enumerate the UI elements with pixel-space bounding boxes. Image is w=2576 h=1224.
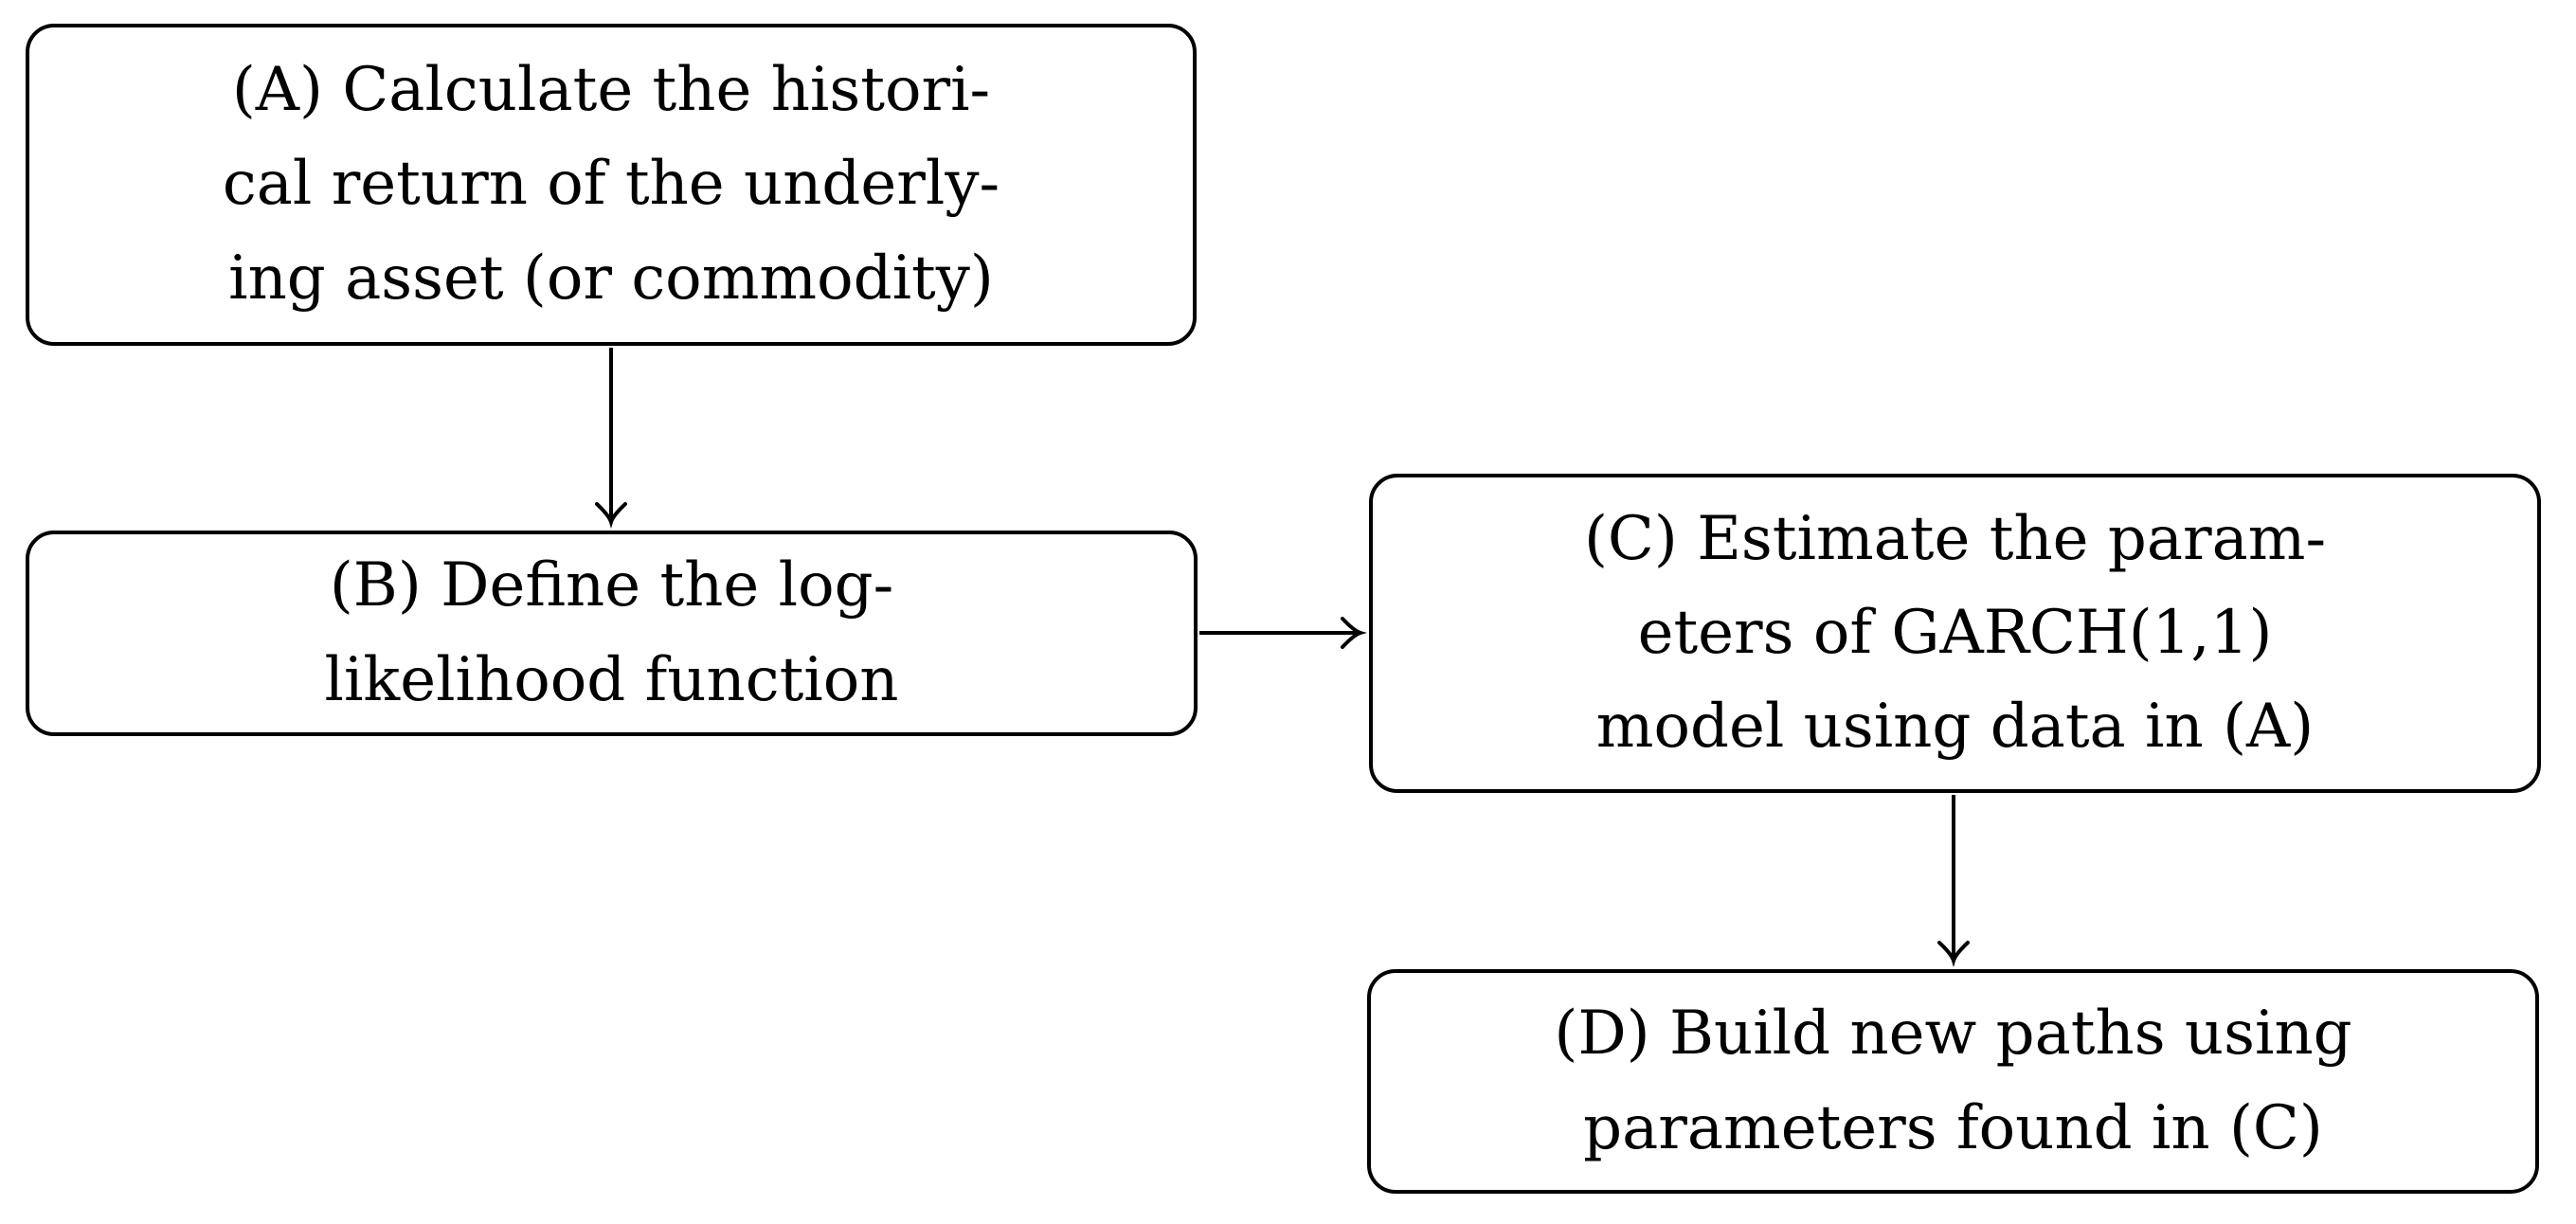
node-d-line-2: parameters found in (C): [1583, 1092, 2323, 1163]
node-b-line-1: (B) Define the log-: [329, 550, 894, 621]
node-b-line-2: likelihood function: [324, 644, 899, 715]
node-c-line-2: eters of GARCH(1,1): [1637, 597, 2273, 668]
node-d-line-1: (D) Build new paths using: [1554, 999, 2352, 1070]
flow-node-a: (A) Calculate the histori- cal return of…: [26, 24, 1197, 346]
flow-node-b: (B) Define the log- likelihood function: [26, 531, 1198, 736]
node-a-line-3: ing asset (or commodity): [228, 243, 994, 314]
flow-node-d: (D) Build new paths using parameters fou…: [1367, 969, 2539, 1194]
flow-node-c: (C) Estimate the param- eters of GARCH(1…: [1369, 474, 2541, 793]
node-a-line-2: cal return of the underly-: [222, 149, 1000, 220]
node-c-line-1: (C) Estimate the param-: [1583, 503, 2327, 574]
node-c-line-3: model using data in (A): [1595, 692, 2315, 763]
node-a-line-1: (A) Calculate the histori-: [231, 55, 991, 126]
